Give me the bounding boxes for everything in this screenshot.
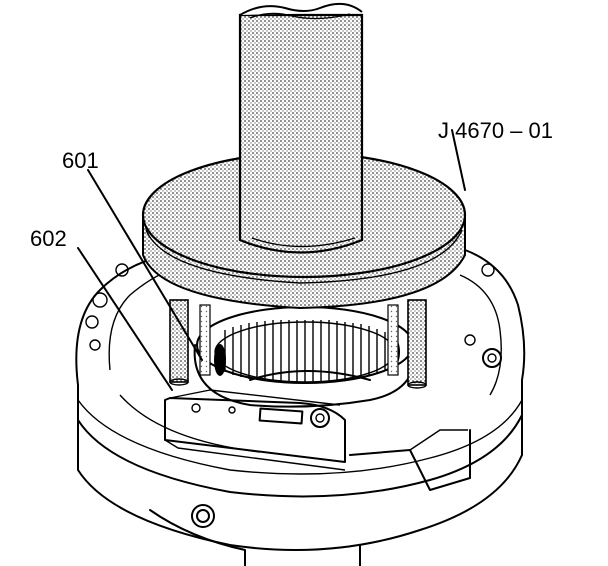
leader-tool <box>451 129 466 191</box>
leader-602 <box>77 247 173 391</box>
callout-leaders <box>77 129 466 391</box>
leader-601 <box>87 169 203 361</box>
tool-handle <box>238 2 364 254</box>
front-plate <box>164 389 346 471</box>
label-tool-number: J 4670 – 01 <box>438 118 553 143</box>
tool-legs <box>169 299 427 389</box>
pump-housing <box>75 249 526 566</box>
label-part-602: 602 <box>30 226 67 251</box>
label-part-601: 601 <box>62 148 99 173</box>
